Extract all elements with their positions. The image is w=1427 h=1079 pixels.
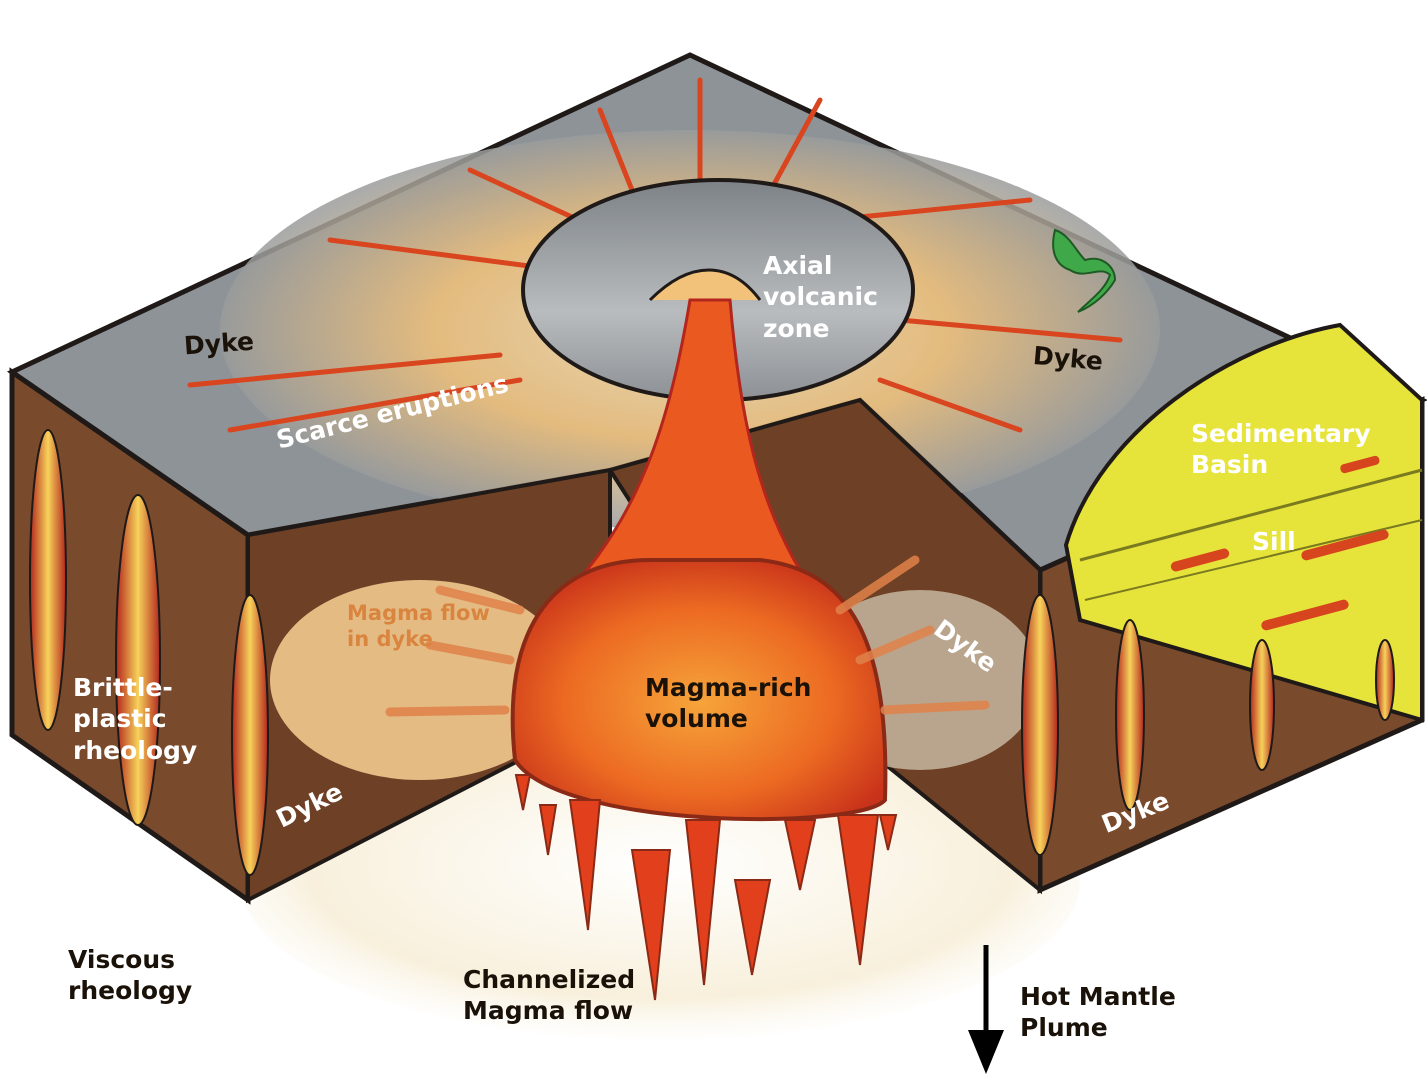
dyke-lens [1022,595,1058,855]
label-viscous-rheology: Viscous rheology [68,944,192,1007]
label-sill: Sill [1252,526,1296,557]
label-dyke-left-top: Dyke [183,326,255,362]
label-channelized-magma-flow: Channelized Magma flow [463,964,635,1027]
dyke-lens [1376,640,1394,720]
dyke-lens [1116,620,1144,810]
label-sedimentary-basin: Sedimentary Basin [1191,418,1371,481]
label-dyke-right-top: Dyke [1032,340,1104,377]
dyke-lens [30,430,66,730]
dyke-lens [116,495,160,825]
label-magma-flow-in-dyke: Magma flow in dyke [347,600,490,653]
label-brittle-plastic-rheology: Brittle- plastic rheology [73,672,197,766]
plume-arrow-head [968,1030,1004,1074]
label-magma-rich-volume: Magma-rich volume [645,672,811,735]
label-hot-mantle-plume: Hot Mantle Plume [1020,981,1176,1044]
dyke-lens [1250,640,1274,770]
dyke-lens [232,595,268,875]
label-axial-volcanic-zone: Axial volcanic zone [763,250,878,344]
